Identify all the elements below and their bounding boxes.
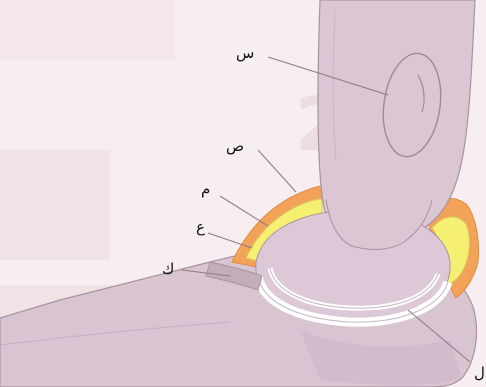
label-ayn: ع: [196, 220, 205, 235]
leader-mim: [220, 196, 268, 226]
label-kaf: ك: [162, 262, 174, 277]
label-mim: م: [201, 182, 210, 197]
label-sad: ص: [226, 139, 244, 154]
label-sin: س: [236, 46, 254, 61]
leader-sad: [258, 150, 296, 192]
label-lam: ل: [474, 366, 485, 381]
